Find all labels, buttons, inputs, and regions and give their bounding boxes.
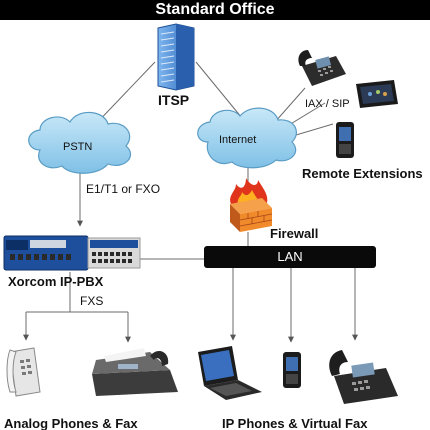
pstn-cloud [28, 111, 132, 174]
title-bar [0, 0, 430, 20]
line-internet-deskphone [274, 87, 306, 123]
internet-cloud [197, 107, 297, 169]
analog-phone-icon [6, 347, 41, 397]
mobile-phone-icon [283, 352, 301, 388]
mobile-phone-icon [336, 122, 354, 158]
laptop-icon [198, 346, 262, 400]
firewall-icon [230, 178, 273, 232]
itsp-label: ITSP [158, 92, 190, 108]
diagram-title: Standard Office [155, 1, 275, 18]
desk-phone-icon [298, 50, 346, 86]
internet-label: Internet [219, 134, 257, 146]
lan-bar [204, 246, 376, 268]
server-tower-icon [157, 23, 195, 91]
remote-extensions-label: Remote Extensions [302, 166, 423, 181]
line-itsp-internet [195, 61, 243, 119]
connector-lines [23, 61, 358, 343]
desk-phone-icon [329, 350, 398, 404]
iax-sip-label: IAX / SIP [305, 98, 350, 110]
pstn-label: PSTN [63, 141, 93, 153]
tablet-icon [356, 80, 398, 108]
fax-machine-icon [92, 348, 178, 396]
lan-label: LAN [277, 249, 303, 264]
firewall-label: Firewall [270, 226, 319, 241]
e1-t1-fxo-label: E1/T1 or FXO [86, 182, 161, 196]
ip-phones-virtual-fax-label: IP Phones & Virtual Fax [222, 416, 368, 430]
analog-phones-fax-label: Analog Phones & Fax [4, 416, 138, 430]
fxs-label: FXS [80, 294, 104, 308]
pbx-label: Xorcom IP-PBX [8, 274, 104, 289]
ip-pbx-appliance-icon [3, 235, 141, 271]
